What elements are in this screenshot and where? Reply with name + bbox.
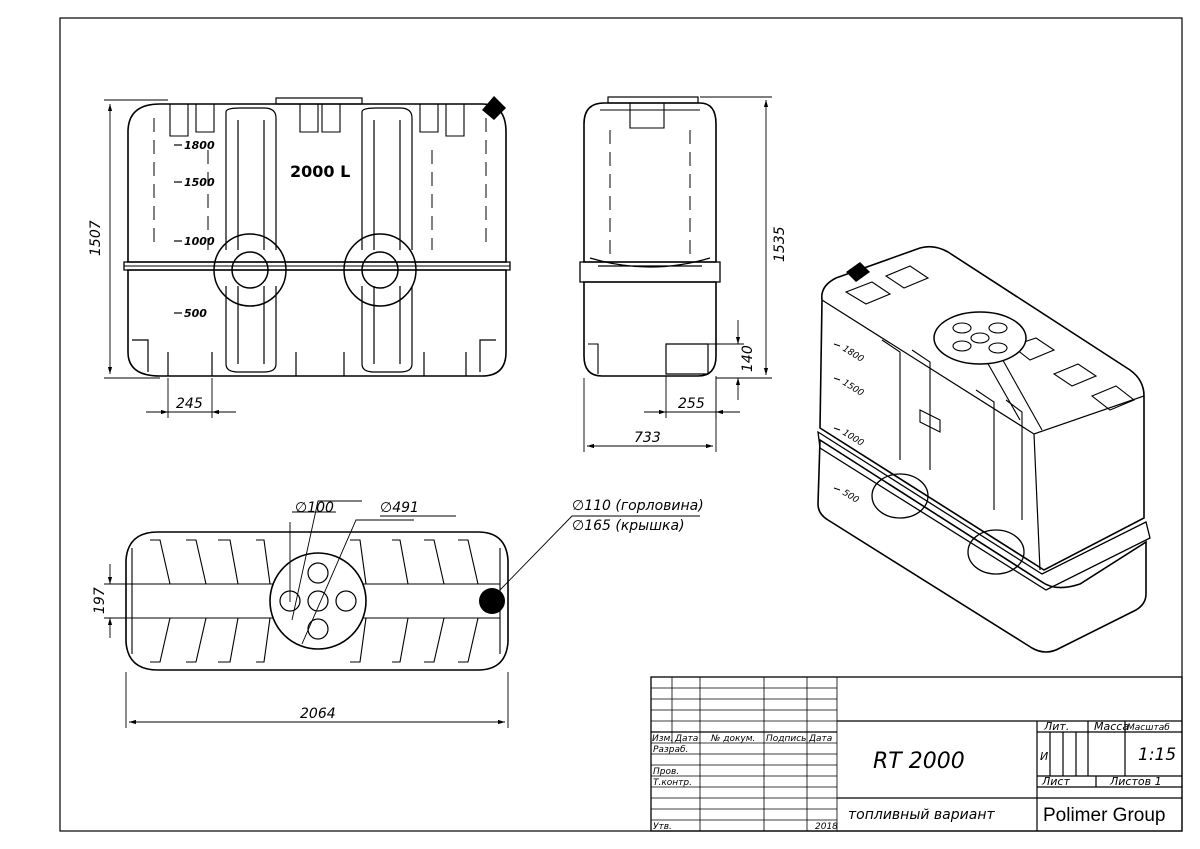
tb-organization: Polimer Group bbox=[1043, 805, 1166, 826]
front-view: 1800 1500 1000 500 2000 L 1507 245 bbox=[88, 96, 511, 418]
capacity-label: 2000 L bbox=[290, 162, 350, 181]
side-width-dim: 733 bbox=[634, 430, 661, 446]
tb-lit-value: И bbox=[1040, 750, 1048, 763]
tb-lit-header: Лит. bbox=[1043, 720, 1069, 733]
large-diameter-dim: ∅491 bbox=[380, 500, 419, 516]
tb-date-header: Дата bbox=[808, 734, 832, 744]
tb-year: 2018 bbox=[815, 822, 838, 832]
top-view: ∅100 ∅491 ∅110 (горловина) ∅165 (крышка)… bbox=[92, 498, 704, 728]
side-height-dim: 1535 bbox=[772, 226, 788, 262]
tb-sheets: Листов 1 bbox=[1109, 775, 1162, 788]
iso-level-mark-1800: 1800 bbox=[840, 344, 865, 365]
front-level-mark-1000: 1000 bbox=[184, 235, 215, 248]
tb-row-approved: Утв. bbox=[653, 822, 672, 832]
tb-signature-header: Подпись bbox=[766, 734, 806, 744]
tb-row-tech-control: Т.контр. bbox=[653, 778, 692, 788]
tb-date-col-header: Дата bbox=[674, 734, 698, 744]
front-leg-dim: 245 bbox=[176, 396, 203, 412]
front-height-dim: 1507 bbox=[88, 220, 104, 256]
tb-sheet: Лист bbox=[1041, 775, 1070, 788]
side-foot-width-dim: 255 bbox=[678, 396, 705, 412]
tb-name: топливный вариант bbox=[848, 807, 995, 823]
side-view: 1535 140 255 733 bbox=[579, 96, 788, 452]
neck-diameter-dim: ∅110 (горловина) bbox=[572, 498, 704, 514]
top-length-dim: 2064 bbox=[300, 706, 336, 722]
iso-level-mark-1500: 1500 bbox=[840, 378, 865, 399]
tb-izm-header: Изм. bbox=[652, 734, 673, 744]
isometric-view: 1800 1500 1000 500 bbox=[817, 245, 1151, 653]
side-foot-height-dim: 140 bbox=[740, 345, 756, 372]
cap-diameter-dim: ∅165 (крышка) bbox=[572, 518, 685, 534]
front-level-mark-500: 500 bbox=[184, 307, 207, 320]
tb-row-checked: Пров. bbox=[653, 767, 679, 777]
front-level-mark-1500: 1500 bbox=[184, 176, 215, 189]
iso-level-mark-1000: 1000 bbox=[840, 428, 865, 449]
tb-mass-header: Масса bbox=[1094, 720, 1129, 733]
tb-doc-no-header: № докум. bbox=[710, 734, 755, 744]
tb-row-developed: Разраб. bbox=[653, 745, 688, 755]
iso-level-mark-500: 500 bbox=[840, 488, 860, 506]
title-block: Изм. Дата № докум. Подпись Дата Разраб. … bbox=[650, 676, 1183, 832]
tb-designation: RT 2000 bbox=[873, 749, 965, 774]
drawing-frame bbox=[59, 17, 1183, 832]
tb-scale-value: 1:15 bbox=[1138, 745, 1176, 765]
tb-scale-header: Масштаб bbox=[1127, 723, 1170, 733]
front-level-mark-1800: 1800 bbox=[184, 139, 215, 152]
small-diameter-dim: ∅100 bbox=[295, 500, 334, 516]
top-offset-dim: 197 bbox=[92, 587, 108, 614]
